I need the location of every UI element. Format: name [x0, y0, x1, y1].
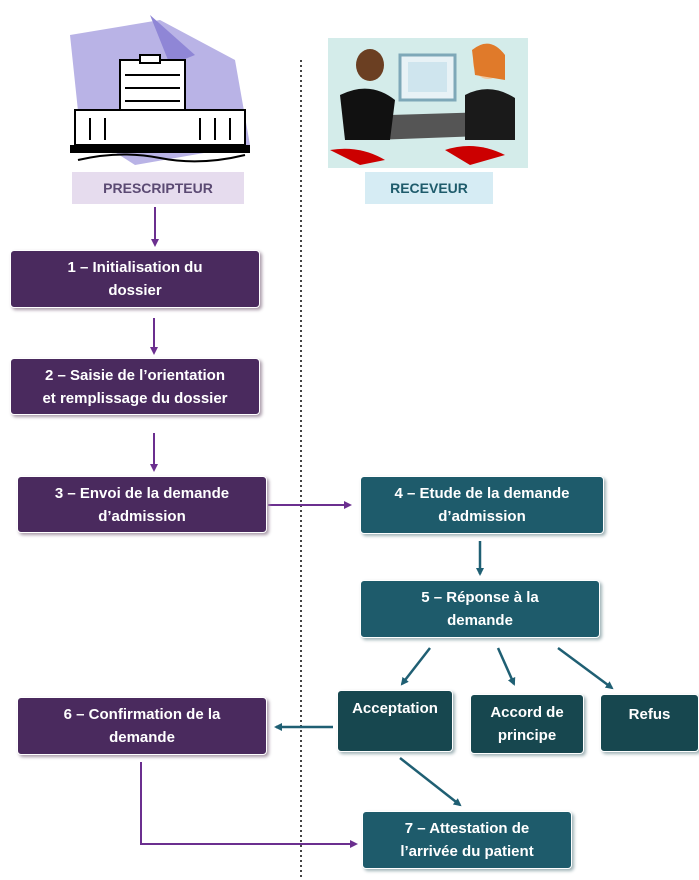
- meeting-people-icon: [328, 38, 528, 168]
- response-accord-de-principe: Accord de principe: [470, 694, 584, 754]
- step-3-envoi: 3 – Envoi de la demande d’admission: [17, 476, 267, 533]
- arrow-s5-to-refus: [557, 646, 614, 690]
- step-1-initialisation: 1 – Initialisation du dossier: [10, 250, 260, 308]
- step-7-attestation: 7 – Attestation de l’arrivée du patient: [362, 811, 572, 869]
- step-5-reponse: 5 – Réponse à la demande: [360, 580, 600, 638]
- step-4-etude: 4 – Etude de la demande d’admission: [360, 476, 604, 534]
- step-6-confirmation: 6 – Confirmation de la demande: [17, 697, 267, 755]
- actor-label-receveur: RECEVEUR: [365, 172, 493, 204]
- actor-label-prescripteur: PRESCRIPTEUR: [72, 172, 244, 204]
- response-refus: Refus: [600, 694, 699, 752]
- hospital-building-icon: [70, 15, 250, 165]
- arrow-acceptation-to-s7: [399, 757, 462, 807]
- arrow-s5-to-acceptation: [400, 647, 431, 686]
- step-2-saisie: 2 – Saisie de l’orientation et remplissa…: [10, 358, 260, 415]
- arrow-s6-to-s7: [140, 762, 358, 848]
- response-acceptation: Acceptation: [337, 690, 453, 752]
- arrow-s5-to-accord: [496, 647, 516, 686]
